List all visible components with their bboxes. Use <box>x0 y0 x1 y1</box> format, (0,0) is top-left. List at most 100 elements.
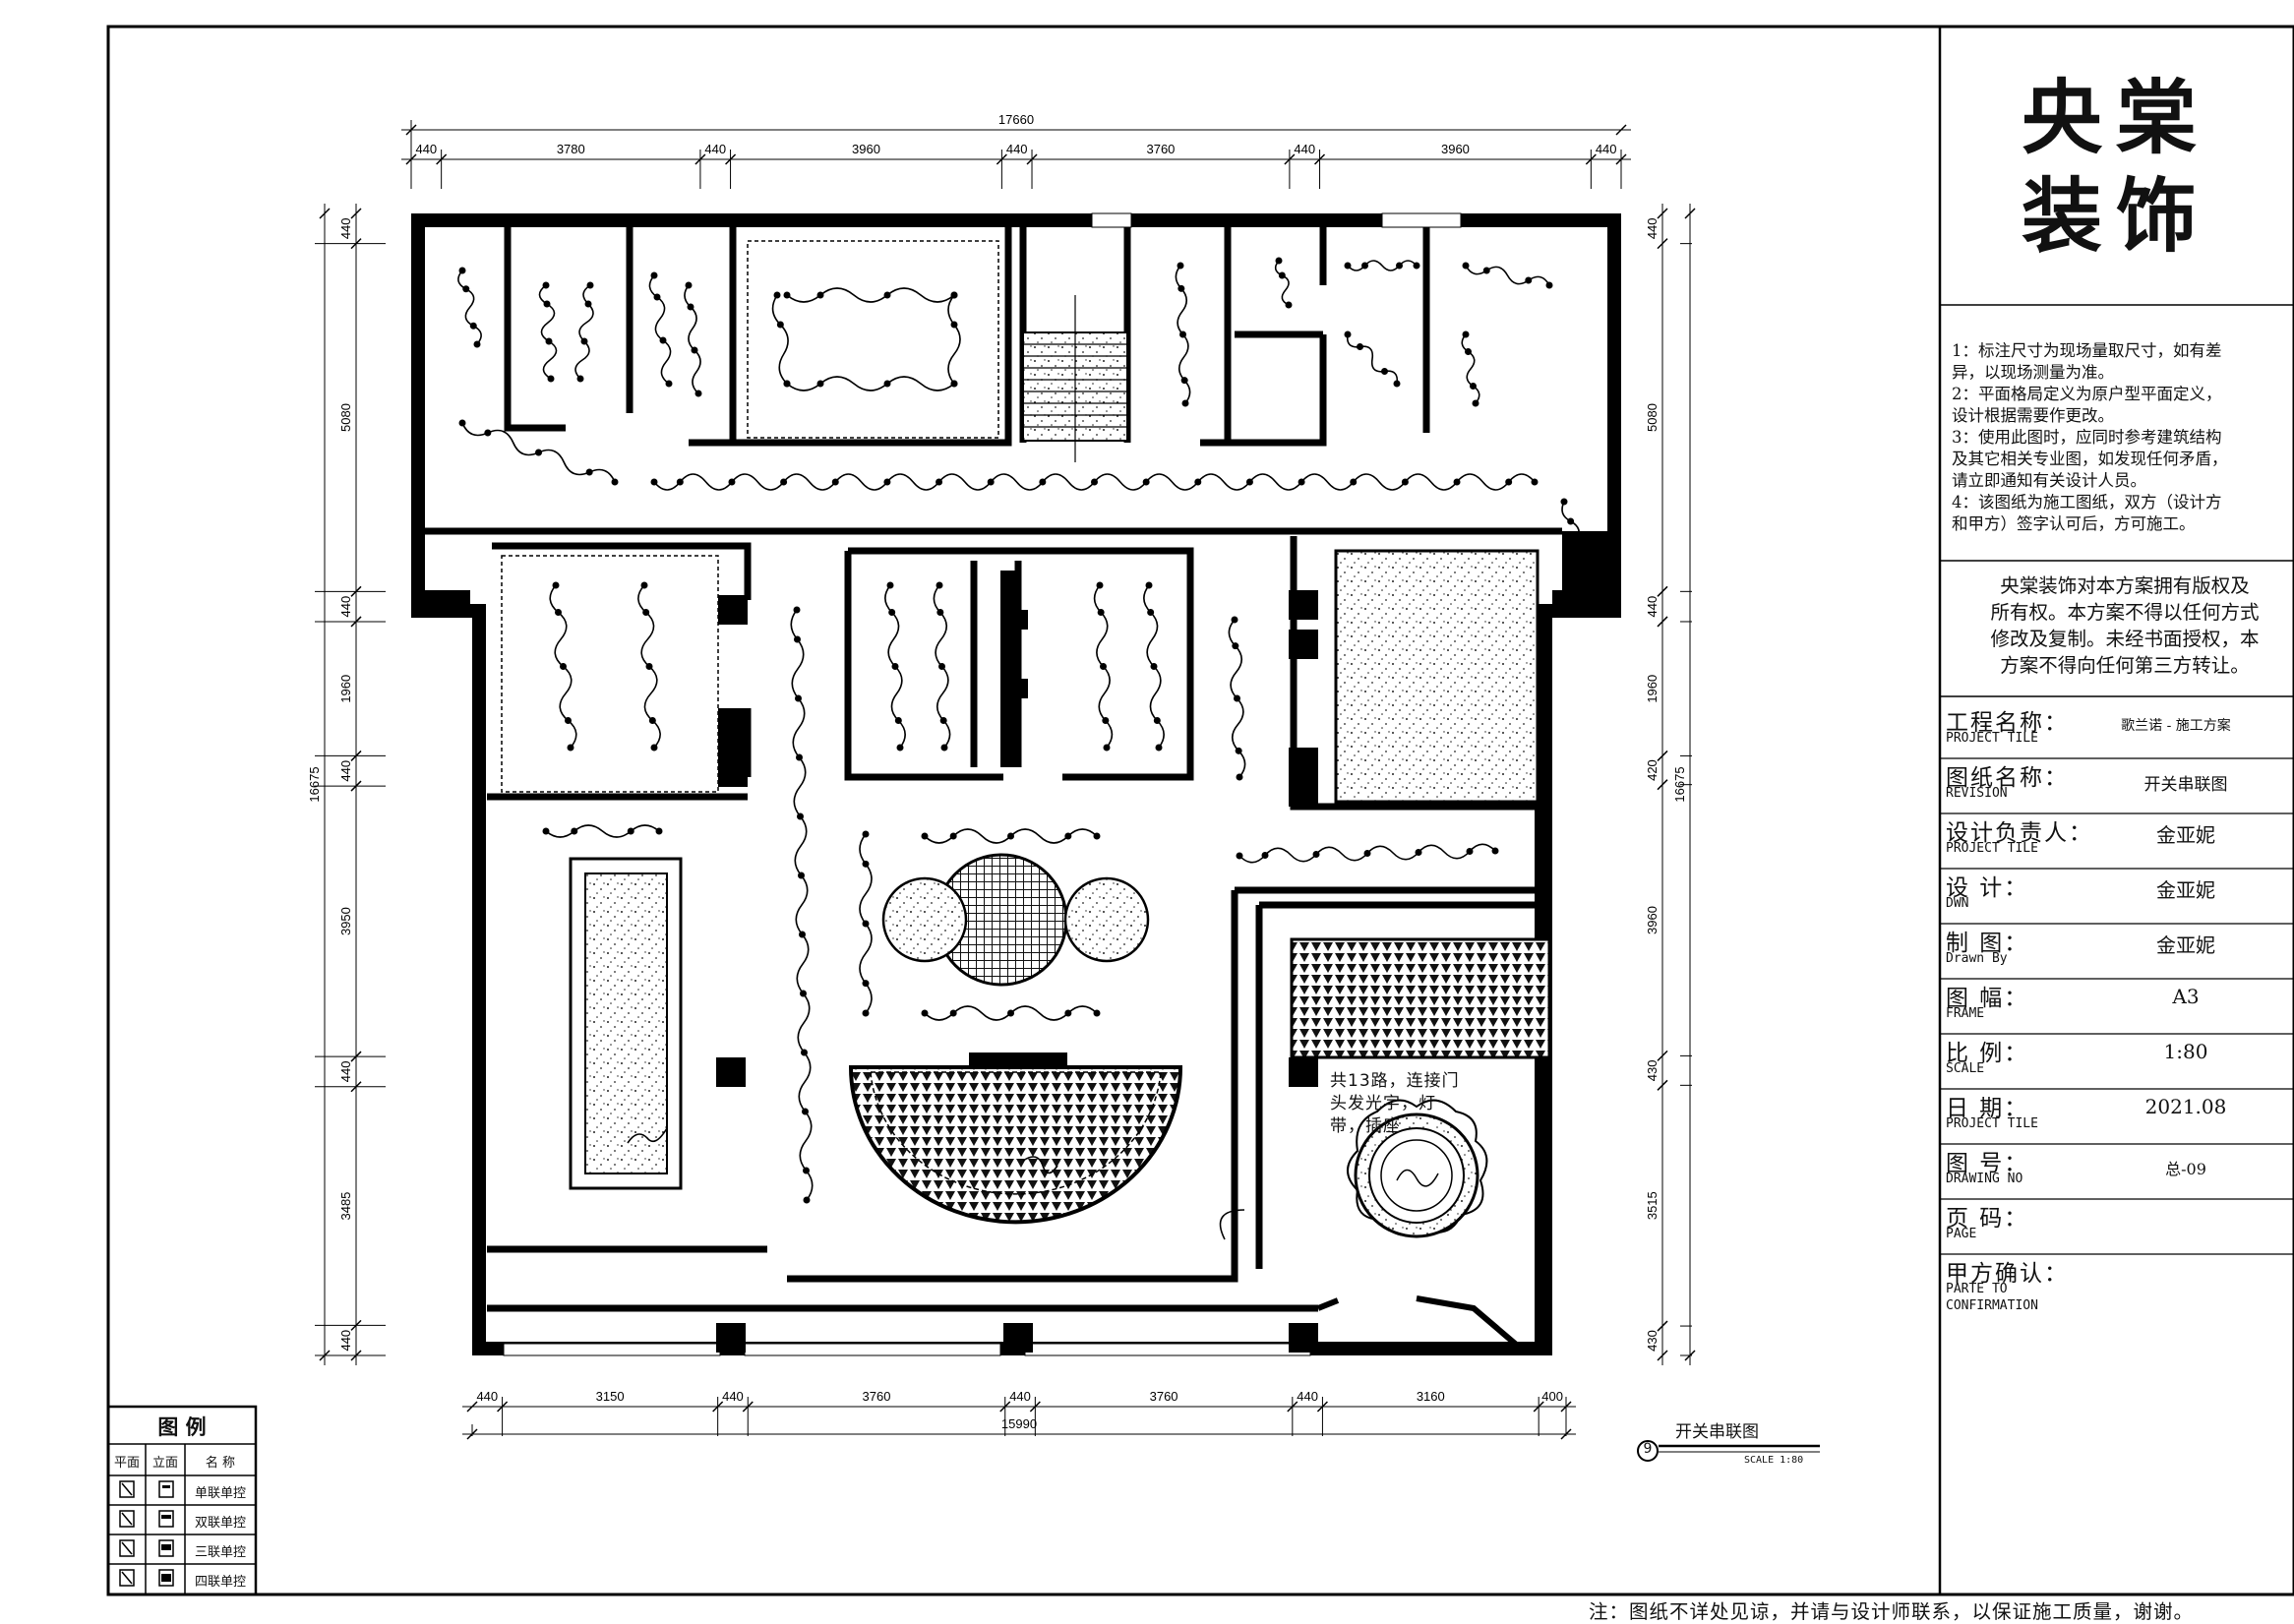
light-point <box>883 478 891 486</box>
outer-frame <box>106 25 2294 1596</box>
light-point <box>793 606 801 614</box>
light-point <box>1453 478 1461 486</box>
light-point <box>542 827 550 835</box>
wire-route <box>545 824 660 838</box>
light-point <box>862 830 870 838</box>
light-point <box>783 380 791 388</box>
light-point <box>1505 478 1513 486</box>
dimension-label: 3760 <box>1146 142 1175 156</box>
light-point <box>1145 581 1153 589</box>
title-row-label: 图纸名称： <box>1946 765 2069 791</box>
dimension-label: 3760 <box>863 1389 891 1404</box>
light-point <box>1142 478 1150 486</box>
legend-header-plan: 平面 <box>113 1456 140 1471</box>
light-point <box>694 390 702 397</box>
center-display-table <box>584 872 668 1174</box>
light-point <box>1470 383 1477 390</box>
light-point <box>1064 1009 1072 1017</box>
light-point <box>794 635 801 643</box>
light-point <box>891 663 899 670</box>
light-point <box>1462 331 1470 338</box>
light-point <box>1181 399 1189 407</box>
light-point <box>543 300 551 308</box>
dimension-label: 440 <box>338 217 353 239</box>
light-point <box>1007 1009 1014 1017</box>
light-point <box>1234 694 1240 702</box>
light-point <box>640 581 648 589</box>
light-point <box>469 322 477 330</box>
light-point <box>816 380 824 388</box>
dimension-label: 3485 <box>338 1192 353 1221</box>
title-row-english: SCALE <box>1946 1061 1985 1076</box>
light-point <box>1472 399 1479 407</box>
title-row-value: 金亚妮 <box>2156 823 2215 847</box>
light-point <box>565 717 572 724</box>
light-point <box>1357 343 1363 350</box>
dimension-label: 440 <box>1006 142 1028 156</box>
light-point <box>1278 271 1286 279</box>
title-row-english: PROJECT TILE <box>1946 1116 2038 1131</box>
dimension-label: 440 <box>415 142 437 156</box>
light-point <box>1150 663 1158 670</box>
partition-walls <box>425 227 1562 1312</box>
copyright-statement: 央棠装饰对本方案拥有版权及所有权。本方案不得以任何方式修改及复制。未经书面授权，… <box>1958 572 2292 679</box>
light-point <box>803 1167 810 1174</box>
title-row-english: PROJECT TILE <box>1946 731 2038 746</box>
dimension-label: 3950 <box>338 907 353 935</box>
title-row-english: Drawn By <box>1946 951 2008 966</box>
light-point <box>542 281 550 289</box>
title-row-english: DRAWING NO <box>1946 1172 2023 1186</box>
light-point <box>803 1196 811 1204</box>
light-point <box>1415 849 1422 856</box>
dimension-label: 5080 <box>338 403 353 432</box>
circuit-annotation: 共13路，连接门 头发光字，灯 带，插座 <box>1330 1070 1460 1138</box>
light-point <box>862 1009 870 1017</box>
light-point <box>1064 832 1072 840</box>
light-point <box>1039 478 1047 486</box>
dimension-label: 3960 <box>1645 906 1660 934</box>
dimension-label: 440 <box>1596 142 1617 156</box>
dimension-label: 440 <box>722 1389 744 1404</box>
light-point <box>580 337 588 345</box>
light-point <box>1466 848 1474 855</box>
light-point <box>894 717 902 724</box>
wire-route <box>457 270 482 345</box>
light-point <box>802 1108 809 1115</box>
light-point <box>936 478 943 486</box>
dimension-label: 3760 <box>1150 1389 1178 1404</box>
light-point <box>648 717 656 724</box>
light-point <box>552 581 560 589</box>
light-point <box>685 281 693 289</box>
light-point <box>950 380 958 388</box>
light-point <box>862 980 870 988</box>
copyright-line: 修改及复制。未经书面授权，本 <box>1990 628 2260 650</box>
light-point <box>896 744 904 752</box>
light-point <box>1103 744 1111 752</box>
light-point <box>1312 851 1320 858</box>
light-point <box>560 663 567 670</box>
title-row-english: FRAME <box>1946 1006 1985 1021</box>
light-point <box>1093 1009 1101 1017</box>
light-point <box>921 1009 929 1017</box>
title-row-value: A3 <box>2172 985 2200 1008</box>
light-point <box>1285 301 1293 309</box>
light-point <box>1350 478 1358 486</box>
wire-route <box>648 274 672 385</box>
wire-route <box>1347 260 1418 271</box>
light-point <box>921 832 929 840</box>
title-row-value: 歌兰诺 - 施工方案 <box>2121 718 2231 734</box>
light-point <box>1236 773 1243 781</box>
note-line: 异，以现场测量为准。 <box>1952 363 2114 382</box>
dimension-label: 440 <box>1645 596 1660 618</box>
light-point <box>938 663 945 670</box>
note-line: 及其它相关专业图，如发现任何矛盾， <box>1952 450 2228 468</box>
light-point <box>883 291 891 299</box>
light-point <box>627 827 634 835</box>
legend-row-3: 三联单控 <box>194 1545 246 1560</box>
light-point <box>1100 663 1107 670</box>
